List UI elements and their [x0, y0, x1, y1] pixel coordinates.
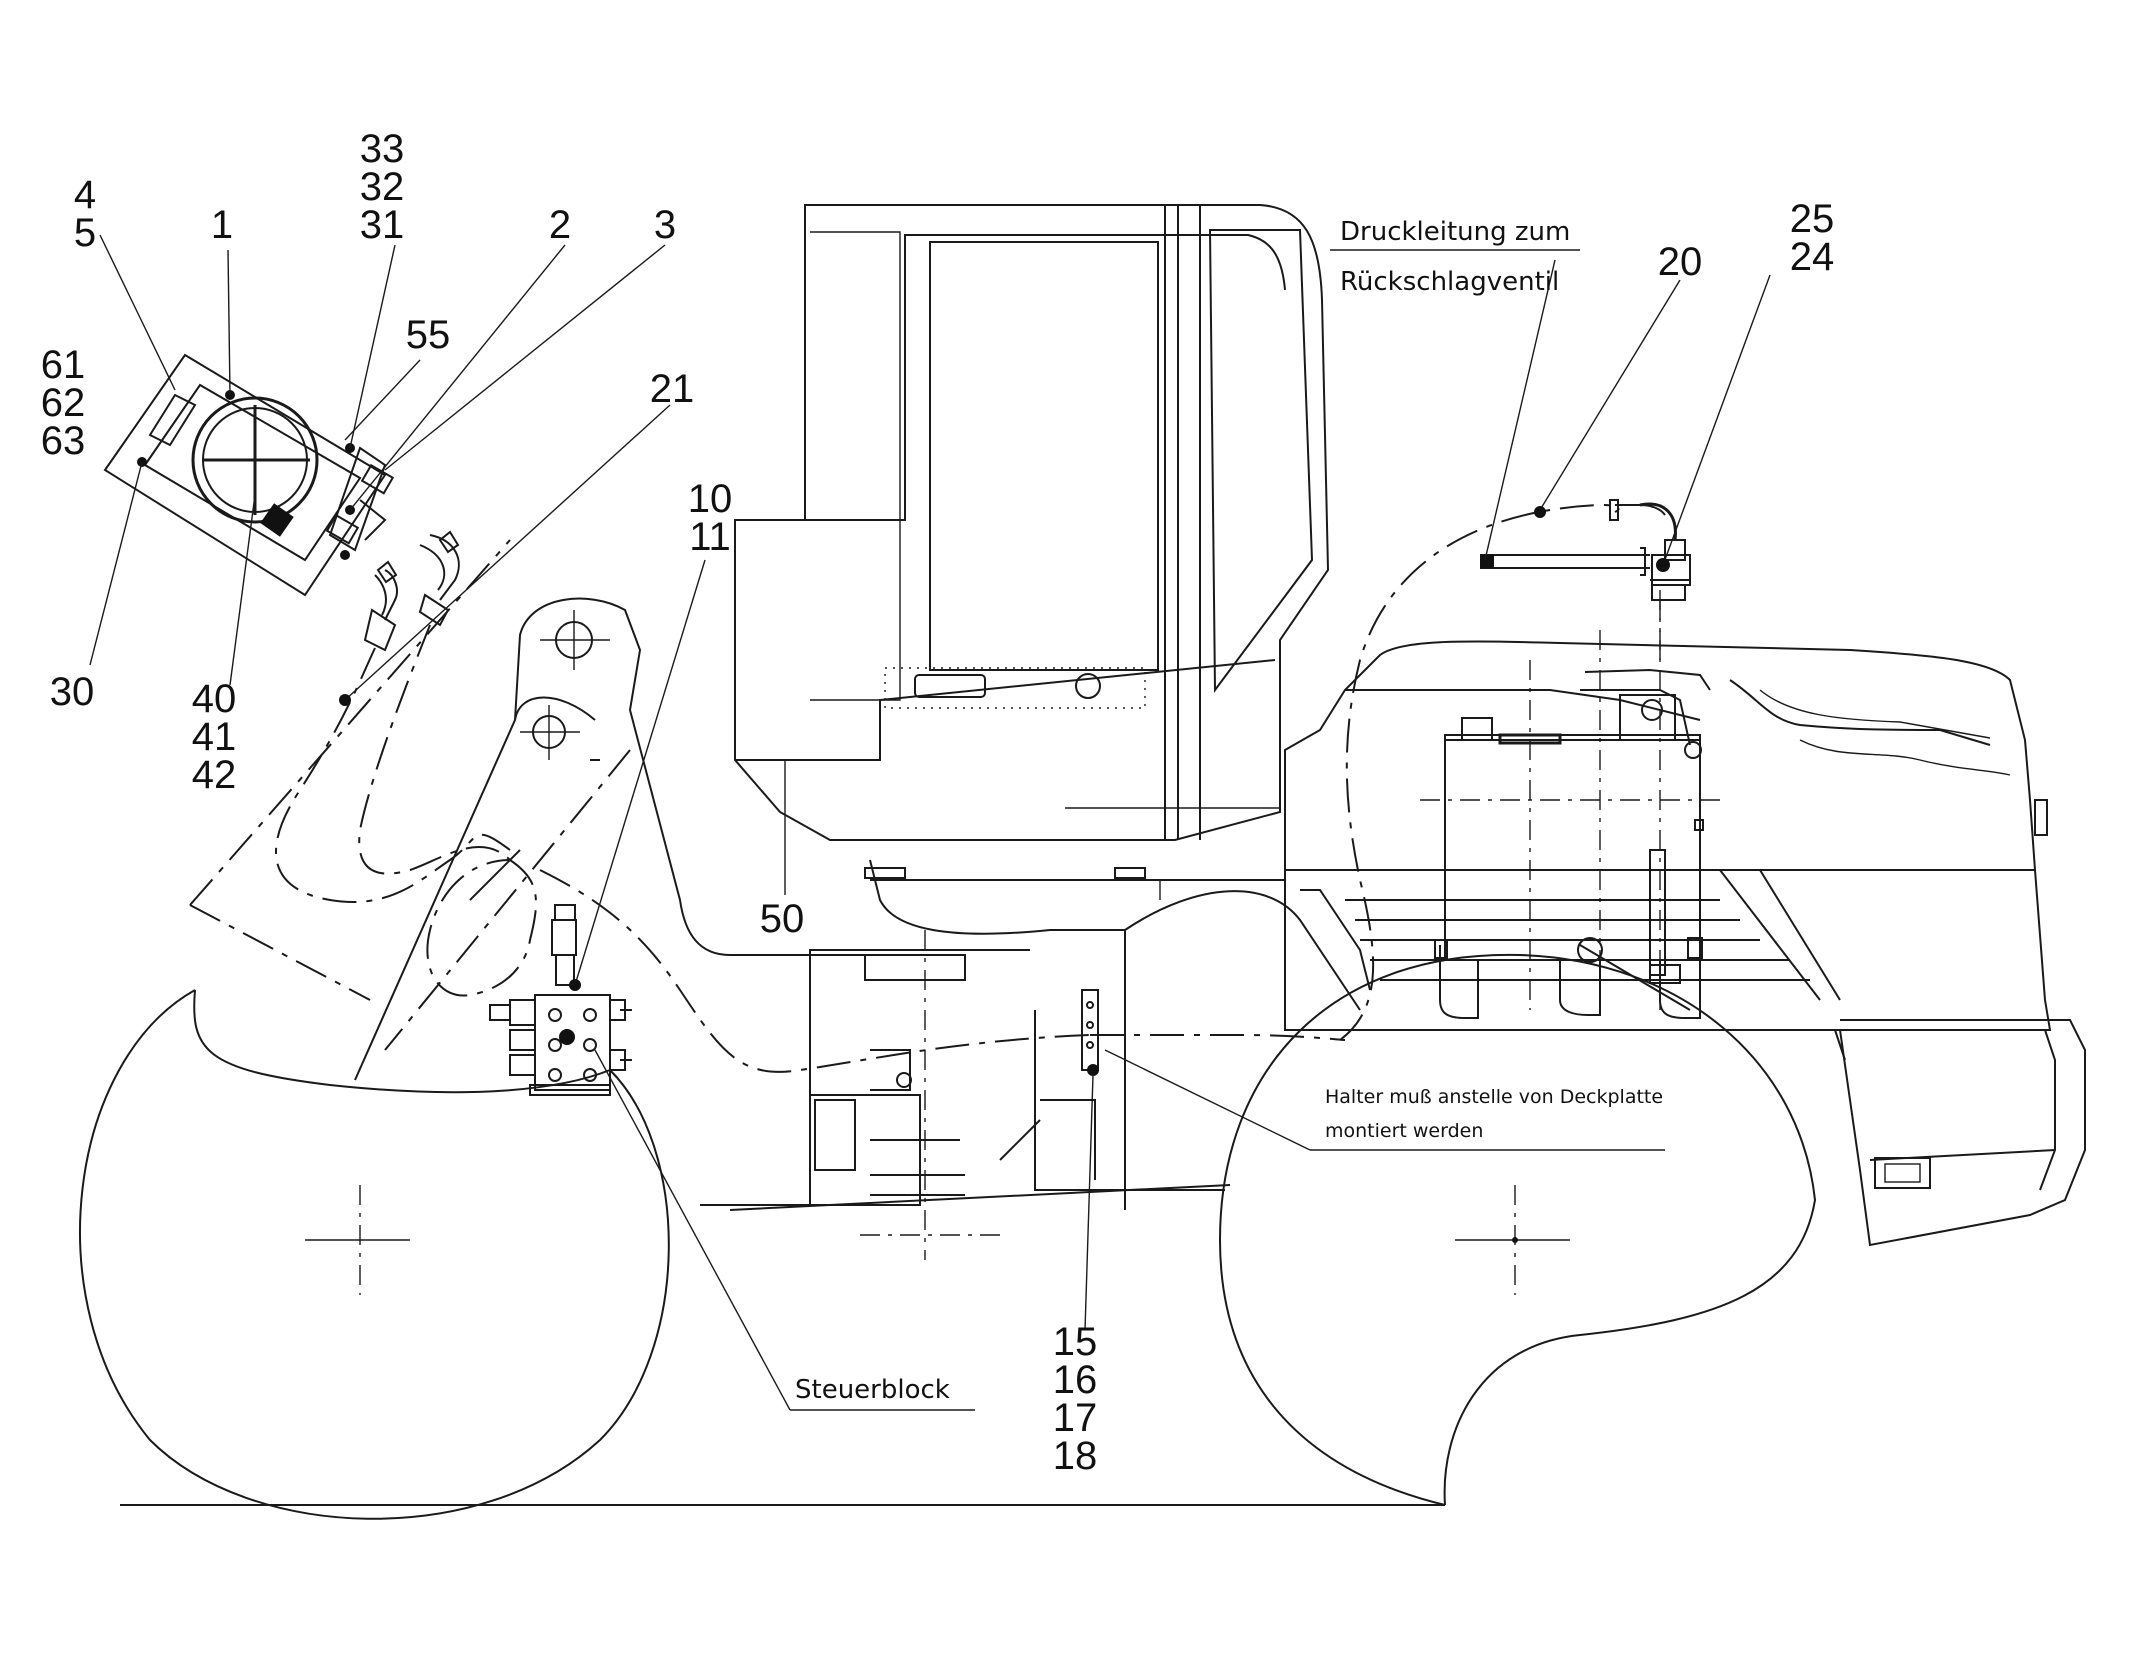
callout-21: 21 [650, 367, 695, 411]
chassis [700, 859, 1361, 1260]
callout-30: 30 [50, 670, 95, 714]
callout-41: 41 [192, 715, 237, 759]
boom-arm [354, 597, 870, 1081]
callout-2: 2 [549, 203, 571, 247]
leader-lines [89, 234, 1771, 1411]
callout-61: 61 [41, 343, 86, 387]
note-halter-line1: Halter muß anstelle von Deckplatte [1325, 1086, 1663, 1108]
callout-4: 4 [74, 173, 96, 217]
callout-25: 25 [1790, 197, 1835, 241]
callout-42: 42 [192, 753, 237, 797]
note-halter-line2: montiert werden [1325, 1120, 1483, 1142]
callout-50: 50 [760, 897, 805, 941]
callout-55: 55 [406, 313, 451, 357]
hydraulic-tank [1420, 590, 1720, 1019]
callout-5: 5 [74, 211, 96, 255]
note-druckleitung-line1: Druckleitung zum [1340, 217, 1570, 247]
cab [734, 204, 1330, 841]
engine-hood [1284, 640, 2086, 1247]
control-panel [103, 353, 395, 597]
front-wheel [1218, 953, 1817, 1506]
callout-15: 15 [1053, 1320, 1098, 1364]
note-druckleitung-line2: Rückschlagventil [1340, 267, 1559, 297]
callout-10-11: 10 11 [688, 477, 733, 559]
note-druckleitung: Druckleitung zum Rückschlagventil [1340, 217, 1570, 297]
callout-20: 20 [1658, 240, 1703, 284]
callout-18: 18 [1053, 1434, 1098, 1478]
rear-wheel [79, 989, 670, 1520]
callout-32: 32 [360, 165, 405, 209]
callout-11: 11 [689, 515, 731, 559]
callout-61-62-63: 61 62 63 [41, 343, 86, 463]
callout-63: 63 [41, 419, 86, 463]
callout-3: 3 [654, 203, 676, 247]
callout-40: 40 [192, 677, 237, 721]
control-block [489, 904, 632, 1096]
callout-24: 24 [1790, 235, 1835, 279]
callout-33-32-31: 33 32 31 [360, 127, 405, 247]
holder-bracket [1081, 989, 1099, 1076]
callout-15-16-17-18: 15 16 17 18 [1053, 1320, 1098, 1478]
callout-40-41-42: 40 41 42 [192, 677, 237, 797]
callout-62: 62 [41, 381, 86, 425]
callout-31: 31 [360, 203, 405, 247]
callout-33: 33 [360, 127, 405, 171]
note-steuerblock: Steuerblock [795, 1375, 950, 1405]
callout-1: 1 [211, 203, 233, 247]
callout-16: 16 [1053, 1358, 1098, 1402]
callout-10: 10 [688, 477, 733, 521]
note-halter: Halter muß anstelle von Deckplatte monti… [1325, 1086, 1663, 1142]
callout-25-24: 25 24 [1790, 197, 1835, 279]
callout-4-5: 4 5 [74, 173, 96, 255]
control-hoses [189, 530, 1346, 1073]
callout-17: 17 [1053, 1396, 1098, 1440]
